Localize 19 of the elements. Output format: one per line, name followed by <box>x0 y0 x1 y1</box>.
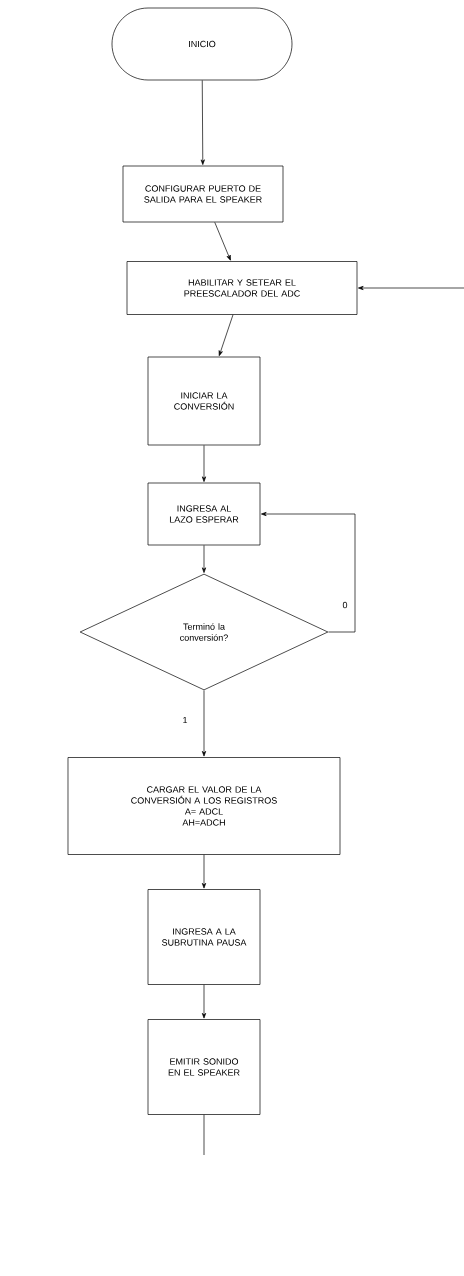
edge-label: 0 <box>341 600 349 610</box>
arrow <box>218 314 234 357</box>
process-box: CONFIGURAR PUERTO DE SALIDA PARA EL SPEAKER <box>122 165 284 223</box>
process-box: EMITIR SONIDO EN EL SPEAKER <box>147 1019 261 1115</box>
arrow <box>200 80 205 165</box>
arrow <box>358 285 464 291</box>
arrow <box>201 690 207 757</box>
edge-label: 1 <box>181 715 189 725</box>
arrow <box>201 984 207 1019</box>
process-box: INICIAR LA CONVERSIÓN <box>147 356 261 446</box>
arrow <box>201 854 207 889</box>
process-box: INGRESA A LA SUBRUTINA PAUSA <box>147 889 261 985</box>
process-box: INGRESA AL LAZO ESPERAR <box>147 482 261 546</box>
arrow <box>261 511 356 633</box>
arrow <box>214 222 231 261</box>
arrow <box>201 545 207 573</box>
process-box: HABILITAR Y SETEAR EL PREESCALADOR DEL ADC <box>126 261 358 315</box>
arrow <box>201 445 207 482</box>
process-box: CARGAR EL VALOR DE LA CONVERSIÓN A LOS REGISTROS A= ADCL AH=ADCH <box>67 757 341 855</box>
